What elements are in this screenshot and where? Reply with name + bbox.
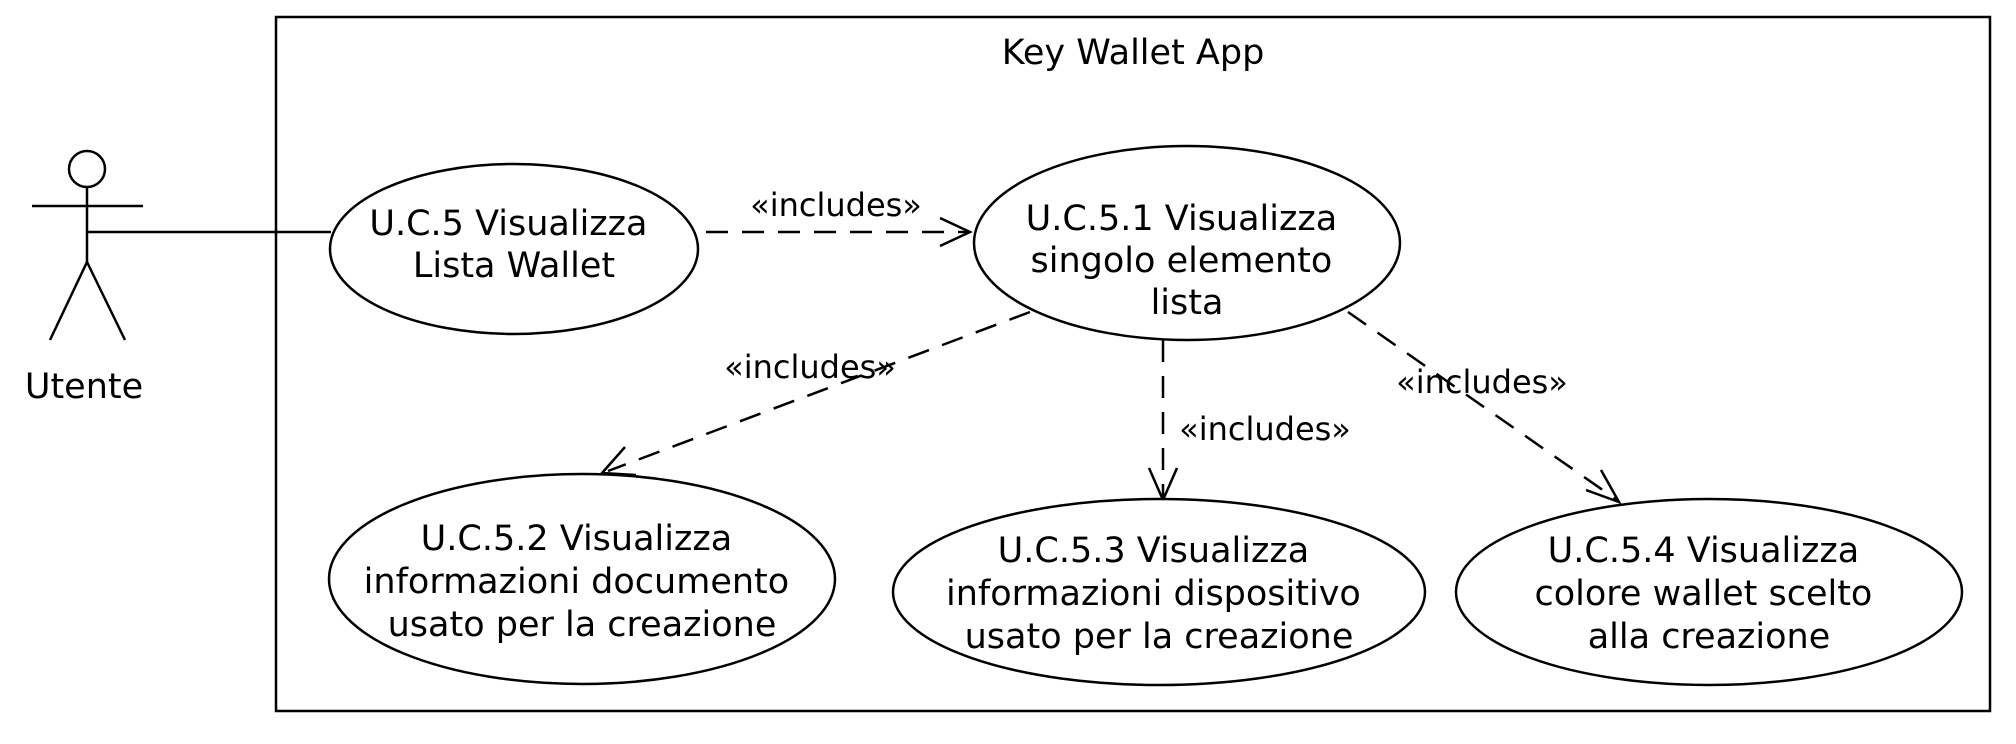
use-case-label-line: usato per la creazione (388, 605, 777, 645)
include-label: «includes» (750, 186, 922, 224)
use-case-label-line: alla creazione (1588, 617, 1831, 657)
use-case-label-line: U.C.5.3 Visualizza (998, 531, 1310, 571)
use-case-label: U.C.5.1 Visualizza singolo elemento list… (1026, 199, 1349, 323)
arrow-head (939, 216, 973, 248)
use-case-label-line: singolo elemento (1031, 241, 1333, 281)
use-case-label: U.C.5.2 Visualizza informazioni document… (364, 519, 801, 645)
actor-label: Utente (25, 367, 143, 407)
use-case-label-line: U.C.5.2 Visualizza (421, 519, 733, 559)
use-case-uc54: U.C.5.4 Visualizza colore wallet scelto … (1454, 497, 1964, 687)
include-uc5-uc51: «includes» (706, 186, 973, 248)
use-case-label-line: informazioni documento (364, 562, 790, 602)
use-case-uc52: U.C.5.2 Visualizza informazioni document… (327, 472, 837, 686)
include-line (607, 310, 1031, 473)
use-case-label-line: colore wallet scelto (1535, 574, 1873, 614)
use-case-label-line: lista (1151, 283, 1224, 323)
actor-left-leg (48, 261, 89, 341)
use-case-label: U.C.5.4 Visualizza colore wallet scelto … (1535, 531, 1884, 657)
include-uc51-uc52: «includes» (599, 310, 1031, 477)
use-case-label-line: usato per la creazione (965, 617, 1354, 657)
use-case-ellipse (1454, 497, 1964, 687)
use-case-label: U.C.5 Visualizza Lista Wallet (369, 204, 658, 286)
use-case-label-line: U.C.5.1 Visualizza (1026, 199, 1338, 239)
use-case-label-line: Lista Wallet (413, 246, 615, 286)
include-line (1347, 310, 1618, 502)
actor-utente: Utente (25, 149, 143, 407)
actor-right-leg (85, 261, 127, 341)
use-case-ellipse (891, 497, 1427, 687)
use-case-uc51: U.C.5.1 Visualizza singolo elemento list… (972, 144, 1402, 342)
use-case-ellipse (328, 162, 700, 336)
use-case-uc53: U.C.5.3 Visualizza informazioni disposit… (891, 497, 1427, 687)
use-case-uc5: U.C.5 Visualizza Lista Wallet (328, 162, 700, 336)
arrow-head (599, 446, 637, 477)
use-case-label-line: informazioni dispositivo (946, 574, 1361, 614)
use-case-ellipse (327, 472, 837, 686)
include-uc51-uc54: «includes» (1347, 310, 1622, 505)
include-uc51-uc53: «includes» (1147, 340, 1351, 504)
system-boundary (274, 15, 1992, 713)
include-label: «includes» (1179, 410, 1351, 448)
use-case-label-line: U.C.5.4 Visualizza (1548, 531, 1860, 571)
actor-head (67, 149, 107, 189)
include-label: «includes» (724, 348, 896, 386)
include-label: «includes» (1396, 363, 1568, 401)
system-title: Key Wallet App (1002, 33, 1265, 73)
use-case-label: U.C.5.3 Visualizza informazioni disposit… (946, 531, 1372, 657)
use-case-label-line: U.C.5 Visualizza (369, 204, 647, 244)
arrow-head (1585, 469, 1622, 505)
use-case-ellipse (972, 144, 1402, 342)
